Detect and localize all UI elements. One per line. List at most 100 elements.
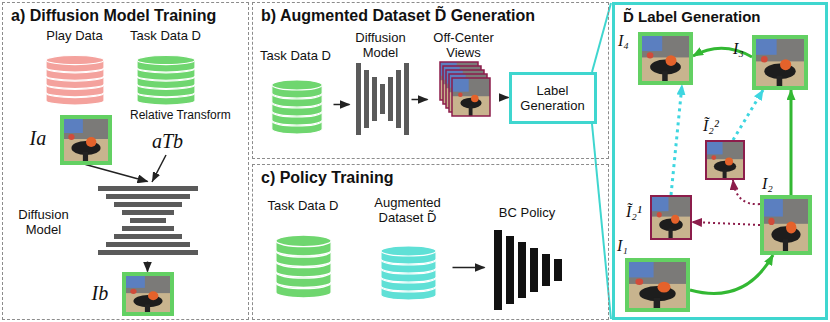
block-label: Augmented Dataset D̃ xyxy=(363,195,453,225)
dataset-block: Off-Center Views xyxy=(428,30,500,128)
network-layer xyxy=(530,248,538,292)
model-block: Diffusion Model xyxy=(8,182,205,262)
image-tile: Ĩ₂¹ xyxy=(650,195,692,240)
policy-network-symbol xyxy=(494,230,562,310)
detail-panel: D̃ Label GenerationI₄ I₃ Ĩ₂² Ĩ₂¹ I₂ I₁ xyxy=(612,2,828,320)
network-layer xyxy=(506,236,514,304)
scene-image xyxy=(650,195,692,240)
block-label: Task Data D xyxy=(262,198,345,213)
connector-arrow xyxy=(790,90,793,195)
model-layer xyxy=(106,194,190,199)
scene-image xyxy=(752,35,808,90)
connector-arrow xyxy=(733,90,763,140)
box-label: Label Generation xyxy=(512,83,594,113)
dataset-block: Task Data D xyxy=(125,28,207,108)
block-label: Diffusion Model xyxy=(8,207,80,237)
panel: c) Policy TrainingTask Data D Augmented D… xyxy=(252,164,609,320)
model-layer xyxy=(404,63,409,135)
dataset-block: Task Data D xyxy=(262,198,345,305)
block-label: Task Data D xyxy=(258,48,334,63)
connector-arrow xyxy=(690,255,773,293)
scene-image xyxy=(705,140,745,180)
block-label: BC Policy xyxy=(485,205,570,220)
dataset-block: Task Data D xyxy=(258,48,334,138)
connector-arrow xyxy=(671,85,682,195)
panel-title: c) Policy Training xyxy=(261,168,600,188)
block-label: Play Data xyxy=(35,28,115,43)
panel: a) Diffusion Model TrainingPlay Data Task… xyxy=(2,2,249,320)
connector-arrow xyxy=(453,267,485,269)
view-frame xyxy=(452,78,490,116)
connector-arrow xyxy=(412,99,428,101)
network-layer xyxy=(554,259,562,281)
model-layer xyxy=(98,250,198,255)
scene-image xyxy=(60,115,112,165)
image-tile: Ĩ₂² xyxy=(705,140,745,180)
panel-title: D̃ Label Generation xyxy=(623,7,817,27)
block-label: Off-Center Views xyxy=(428,30,500,60)
image-tile: I₁ xyxy=(625,258,690,312)
block-label: Task Data D xyxy=(125,28,207,43)
network-layer xyxy=(542,254,550,286)
label-holder: Relative Transform xyxy=(130,108,231,122)
connector-arrow xyxy=(692,222,760,225)
process-box: Label Generation xyxy=(509,72,597,124)
scene-image xyxy=(625,258,690,312)
image-label: I₁ xyxy=(617,237,628,255)
connector-arrow xyxy=(500,97,509,99)
label-holder: aTb xyxy=(152,130,183,152)
scene-image xyxy=(638,32,693,85)
image-label: Ĩ₂¹ xyxy=(626,203,642,221)
model-layer xyxy=(356,63,361,135)
connector-arrow xyxy=(733,180,760,204)
input-arrow xyxy=(152,155,166,182)
dataset-block: Diffusion Model xyxy=(350,30,412,138)
image-tile: I₄ xyxy=(638,32,693,85)
model-layer xyxy=(98,186,198,191)
model-layer xyxy=(388,77,393,121)
augmented-data-stack xyxy=(381,246,436,300)
image-label: I₂ xyxy=(762,175,773,193)
model-layer xyxy=(114,202,182,207)
dataset-block: Augmented Dataset D̃ xyxy=(363,195,453,305)
task-data-stack xyxy=(272,80,322,134)
connector-arrow xyxy=(334,104,350,106)
panel: b) Augmented Dataset D̃ GenerationTask D… xyxy=(252,2,609,159)
image-label: I₃ xyxy=(733,40,744,58)
image-tile: Ia xyxy=(60,115,112,165)
diffusion-model-symbol xyxy=(98,186,198,255)
diffusion-model-symbol xyxy=(356,63,409,135)
model-layer xyxy=(122,226,174,231)
model-layer xyxy=(106,242,190,247)
image-label: Ib xyxy=(92,282,109,304)
play-data-stack xyxy=(46,56,104,106)
network-layer xyxy=(518,242,526,298)
image-label: Ia xyxy=(30,127,47,149)
annotation-label: aTb xyxy=(152,130,183,152)
dataset-block: Play Data xyxy=(35,28,115,108)
task-data-stack xyxy=(276,235,331,298)
scene-image xyxy=(452,78,490,116)
image-label: I₄ xyxy=(618,32,629,50)
panel-title: a) Diffusion Model Training xyxy=(11,6,240,26)
image-label: Ĩ₂² xyxy=(703,117,719,135)
annotation-label: Relative Transform xyxy=(130,108,231,122)
dataset-block: BC Policy xyxy=(485,205,570,312)
scene-image xyxy=(760,195,812,255)
image-tile: I₃ xyxy=(752,35,808,90)
network-layer xyxy=(494,230,502,310)
connector-arrow xyxy=(86,165,148,182)
block-label: Diffusion Model xyxy=(350,30,412,60)
model-layer xyxy=(122,210,174,215)
model-layer xyxy=(364,70,369,128)
model-layer xyxy=(114,234,182,239)
task-data-stack xyxy=(137,56,195,106)
panel-title: b) Augmented Dataset D̃ Generation xyxy=(261,6,600,26)
model-layer xyxy=(380,84,385,114)
image-tile: I₂ xyxy=(760,195,812,255)
connector-arrow xyxy=(147,262,149,272)
model-layer xyxy=(396,70,401,128)
image-tile: Ib xyxy=(122,272,174,316)
scene-image xyxy=(122,272,174,316)
